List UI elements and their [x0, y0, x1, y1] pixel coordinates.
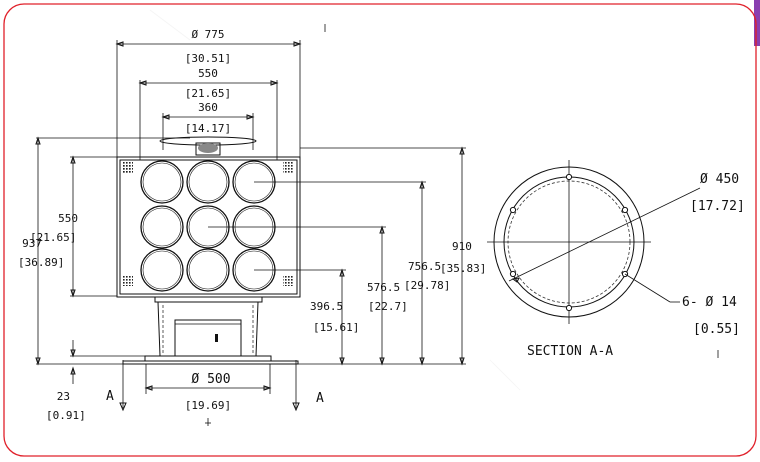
light-height-inch: [21.65]: [30, 231, 76, 244]
light-width-label: 550: [198, 67, 218, 80]
base-top-inch: [14.17]: [185, 122, 231, 135]
dim-top-row: 756.5 [29.78]: [254, 180, 450, 366]
light-width-inch: [21.65]: [185, 87, 231, 100]
dim-base-diameter: Ø 500 [19.69]: [144, 364, 272, 412]
base-height-label: 23: [57, 390, 70, 403]
total-height-label: 937: [22, 237, 42, 250]
height-910-inch: [35.83]: [440, 262, 486, 275]
section-marker-right-label: A: [316, 391, 324, 406]
dim-height-910: 910 [35.83]: [298, 146, 486, 366]
bolt-circle-inch: [17.72]: [690, 199, 745, 214]
vent-grilles: [122, 162, 294, 286]
top-beacon: [159, 136, 257, 156]
dim-total-height: 937 [36.89]: [18, 136, 190, 366]
bottom-row-label: 396.5: [310, 300, 343, 313]
total-height-inch: [36.89]: [18, 256, 64, 269]
light-height-label: 550: [58, 212, 78, 225]
dim-base-height: 23 [0.91]: [46, 340, 145, 422]
base-height-inch: [0.91]: [46, 409, 86, 422]
mid-row-label: 576.5: [367, 281, 400, 294]
base-diameter-label: Ø 500: [191, 372, 230, 387]
section-marker-left-label: A: [106, 389, 114, 404]
top-row-inch: [29.78]: [404, 279, 450, 292]
dim-light-height: 550 [21.65]: [30, 155, 117, 298]
base-top-label: 360: [198, 101, 218, 114]
watermark: [149, 9, 521, 391]
bottom-row-inch: [15.61]: [313, 321, 359, 334]
holes-inch: [0.55]: [693, 322, 740, 337]
overall-width-label: Ø 775: [191, 28, 224, 41]
stand: [122, 296, 299, 365]
dim-mid-row: 576.5 [22.7]: [208, 225, 408, 366]
dim-overall-width: Ø 775 [30.51]: [115, 28, 302, 160]
holes-label: 6- Ø 14: [682, 295, 737, 310]
drawing-frame: [3, 3, 757, 457]
section-view: [487, 160, 701, 324]
section-marker-left: A: [106, 360, 127, 412]
mid-row-inch: [22.7]: [368, 300, 408, 313]
base-diameter-inch: [19.69]: [185, 399, 231, 412]
bolt-circle-label: Ø 450: [700, 172, 739, 187]
dim-light-width: 550 [21.65]: [138, 67, 279, 160]
dim-bottom-row: 396.5 [15.61]: [254, 268, 359, 366]
lamp-grid: [140, 160, 276, 292]
dim-base-top: 360 [14.17]: [161, 101, 255, 150]
section-title: SECTION A-A: [527, 344, 613, 359]
overall-width-inch: [30.51]: [185, 52, 231, 65]
section-marker-right: A: [292, 360, 324, 412]
height-910-label: 910: [452, 240, 472, 253]
top-row-label: 756.5: [408, 260, 441, 273]
corner-accent-tab: [754, 0, 760, 46]
